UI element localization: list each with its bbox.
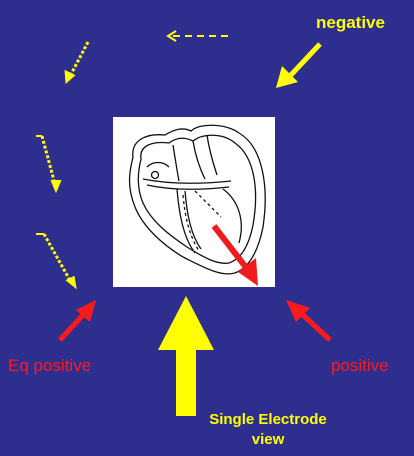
- arrow-positive-shaft: [300, 312, 332, 342]
- arrow-eq-positive-shaft: [58, 312, 86, 342]
- arrow-heart-vector-head: [238, 258, 258, 286]
- arrow-electrode-shaft: [176, 346, 196, 416]
- heart-conduction-path: [182, 194, 200, 252]
- dashed-arrow-mid-left-shaft: [40, 135, 58, 189]
- heart-aorta: [192, 140, 206, 180]
- label-single-electrode-line2: view: [251, 431, 285, 448]
- heart-aorta-2: [206, 134, 218, 176]
- heart-conduction-branch: [194, 190, 222, 218]
- heart-septum-left: [176, 188, 196, 254]
- arrow-electrode-head: [158, 296, 214, 350]
- heart-atrial-septum: [172, 144, 180, 182]
- label-eq-positive: Eq positive: [8, 356, 92, 375]
- heart-lv-wall: [222, 188, 242, 244]
- heart-illustration: [128, 124, 266, 275]
- label-negative: negative: [316, 13, 385, 32]
- label-single-electrode-view: Single Electrode view: [201, 410, 335, 450]
- arrow-positive-head: [286, 300, 310, 322]
- dashed-arrow-top-head: [166, 30, 177, 42]
- arrow-negative-head: [276, 66, 298, 88]
- dashed-arrow-lower-left-head: [65, 275, 77, 290]
- heart-av-plane: [142, 178, 232, 184]
- heart-right-atrium: [146, 161, 170, 168]
- heart-panel: [113, 117, 275, 287]
- label-single-electrode-line1: Single Electrode: [209, 411, 327, 428]
- heart-outer-wall: [128, 124, 266, 275]
- heart-septum-right: [184, 190, 202, 250]
- arrow-heart-vector-shaft: [211, 224, 251, 272]
- dashed-arrow-lower-left-shaft: [42, 233, 74, 285]
- arrow-negative-shaft: [288, 42, 322, 78]
- arrow-eq-positive-head: [76, 300, 96, 322]
- dashed-arrow-upper-left-head: [64, 69, 76, 85]
- dashed-arrow-mid-left-head: [50, 179, 62, 194]
- label-positive: positive: [331, 356, 389, 375]
- heart-av-plane-inner: [146, 184, 230, 190]
- heart-inner-wall: [137, 134, 257, 264]
- heart-sa-node: [150, 170, 160, 180]
